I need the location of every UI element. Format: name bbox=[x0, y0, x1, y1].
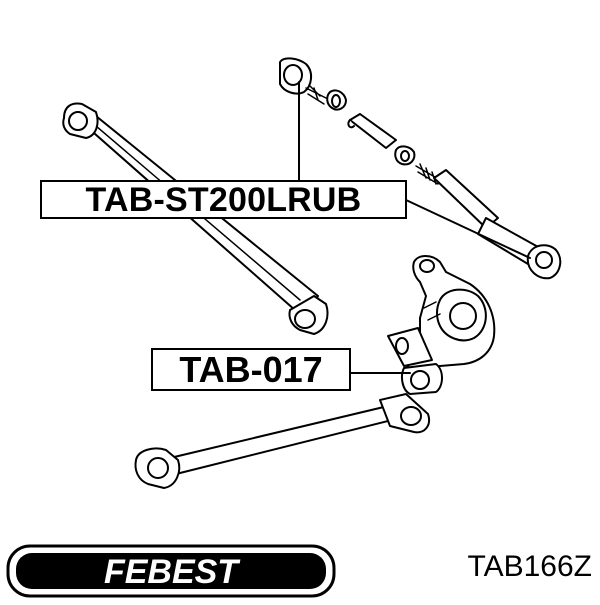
callout-label-upper: TAB-ST200LRUB bbox=[40, 180, 407, 219]
part-number: TAB166Z bbox=[467, 550, 593, 583]
brand-name: FEBEST bbox=[104, 553, 241, 591]
brand-logo: FEBEST bbox=[6, 544, 336, 598]
lower-lateral-link bbox=[134, 393, 430, 489]
upper-adjustable-link bbox=[279, 57, 562, 280]
leader-lines bbox=[298, 81, 531, 374]
callout-label-lower: TAB-017 bbox=[151, 348, 351, 391]
knuckle bbox=[387, 255, 496, 395]
